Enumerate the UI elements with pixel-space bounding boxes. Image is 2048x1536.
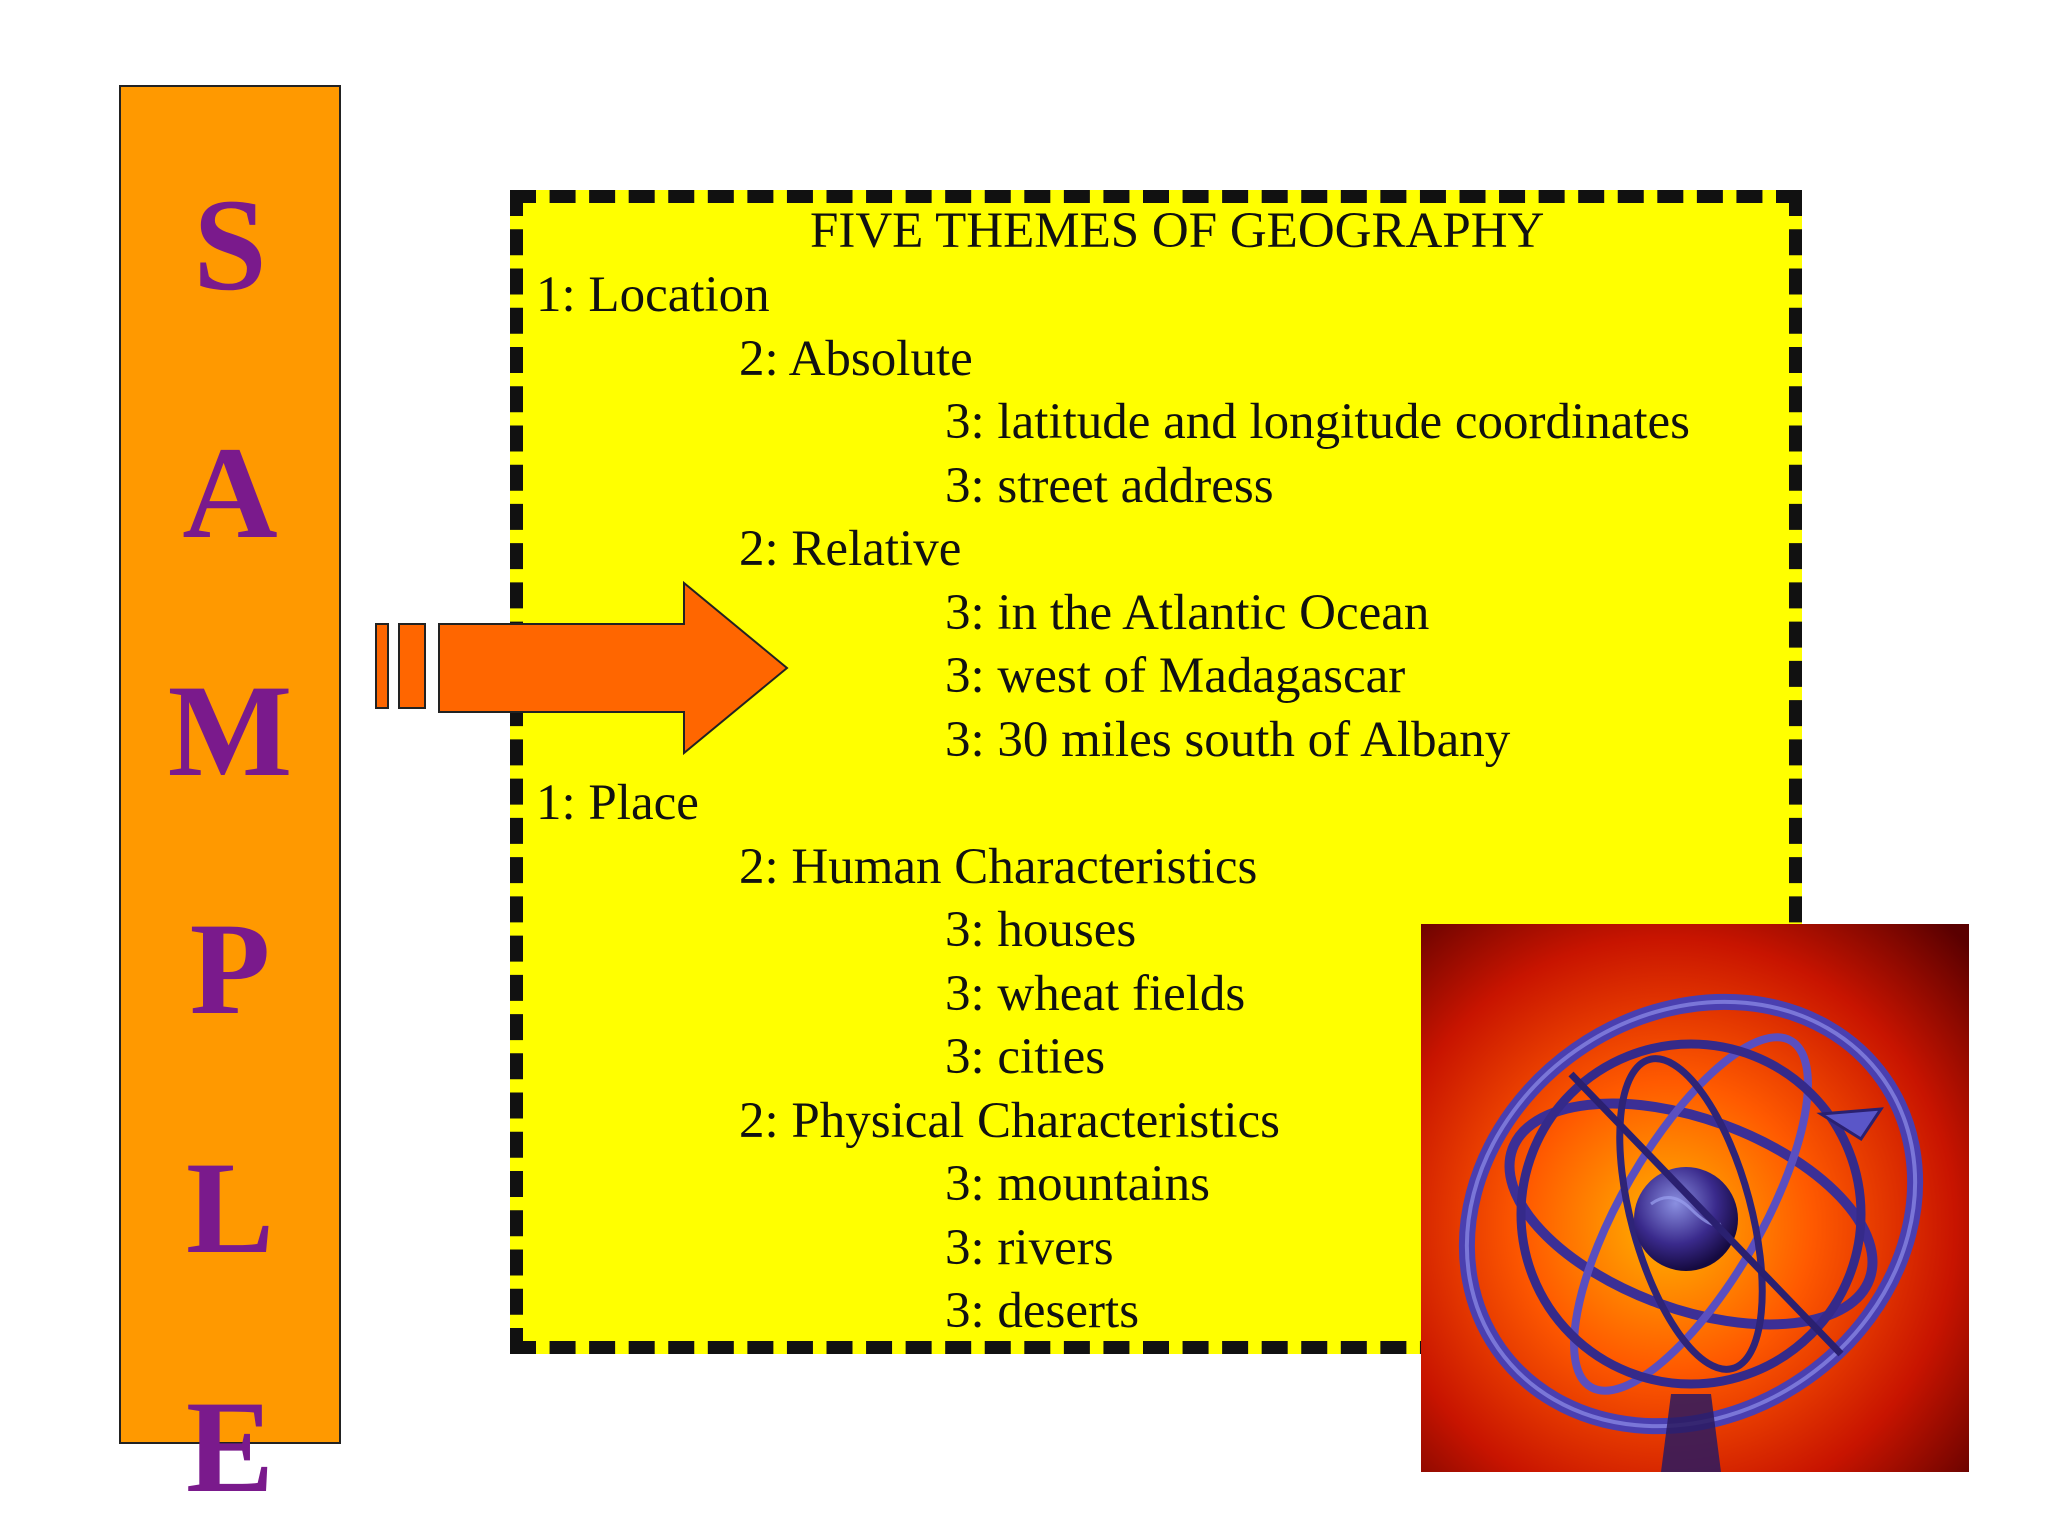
outline-item-level-2: 2: Absolute — [739, 331, 973, 387]
sample-letter: M — [167, 657, 293, 804]
outline-item-level-3: 3: in the Atlantic Ocean — [945, 585, 1430, 641]
sample-banner: S A M P L E — [119, 85, 341, 1513]
outline-item-level-3: 3: houses — [945, 902, 1137, 958]
sample-letter: A — [182, 419, 278, 566]
right-arrow-icon — [375, 580, 789, 756]
outline-item-level-3: 3: mountains — [945, 1156, 1210, 1212]
outline-title: FIVE THEMES OF GEOGRAPHY — [810, 203, 1545, 259]
outline-item-level-2: 2: Human Characteristics — [739, 839, 1258, 895]
outline-item-level-3: 3: latitude and longitude coordinates — [945, 394, 1690, 450]
outline-item-level-1: 1: Place — [536, 775, 699, 831]
outline-item-level-1: 1: Location — [536, 267, 770, 323]
outline-item-level-3: 3: 30 miles south of Albany — [945, 712, 1511, 768]
outline-item-level-2: 2: Relative — [739, 521, 962, 577]
outline-item-level-3: 3: west of Madagascar — [945, 648, 1406, 704]
outline-item-level-3: 3: wheat fields — [945, 966, 1246, 1022]
sample-letter: L — [185, 1134, 275, 1281]
sample-letter: E — [185, 1373, 275, 1520]
armillary-sphere-photo — [1421, 924, 1969, 1472]
outline-item-level-2: 2: Physical Characteristics — [739, 1093, 1281, 1149]
sample-letter: S — [193, 171, 267, 318]
outline-item-level-3: 3: street address — [945, 458, 1274, 514]
outline-item-level-3: 3: rivers — [945, 1220, 1114, 1276]
outline-item-level-3: 3: deserts — [945, 1283, 1140, 1339]
outline-item-level-3: 3: cities — [945, 1029, 1106, 1085]
sample-letter: P — [189, 895, 271, 1042]
outline-box — [510, 190, 1802, 1354]
